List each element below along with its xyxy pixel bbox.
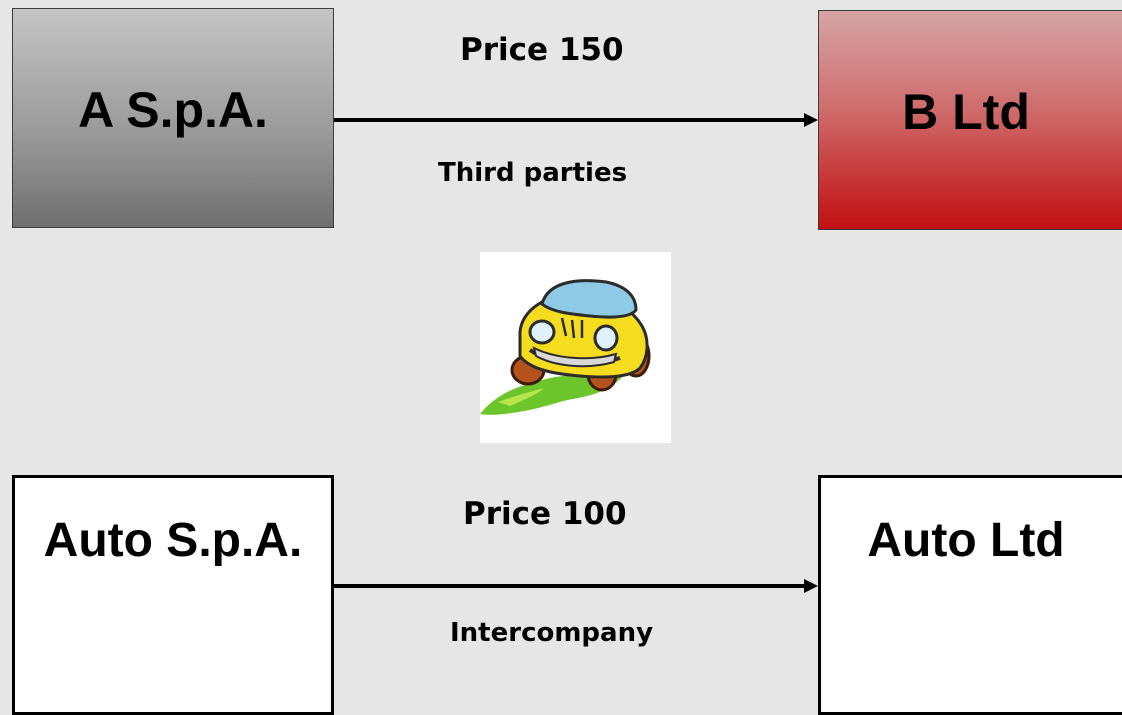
auto-ltd-label: Auto Ltd <box>867 513 1065 567</box>
car-grille <box>532 346 618 368</box>
car-roof <box>540 279 638 319</box>
bottom-arrow-line <box>334 584 806 588</box>
auto-ltd-box: Auto Ltd <box>818 475 1122 715</box>
price-150-label: Price 150 <box>460 32 624 68</box>
car-clipart-icon <box>480 252 671 443</box>
b-ltd-box: B Ltd <box>818 10 1122 230</box>
left-headlight <box>528 319 556 345</box>
grass-highlight <box>498 388 544 406</box>
b-ltd-label: B Ltd <box>902 84 1030 140</box>
auto-spa-box: Auto S.p.A. <box>12 475 334 715</box>
a-spa-box: A S.p.A. <box>12 8 334 228</box>
car-clipart-svg <box>480 279 651 415</box>
bottom-arrow-head <box>804 579 818 593</box>
intercompany-label: Intercompany <box>450 618 654 648</box>
top-arrow-line <box>334 118 806 122</box>
top-arrow-head <box>804 113 818 127</box>
right-headlight <box>593 324 619 352</box>
hood-stripes <box>560 317 584 339</box>
auto-spa-label: Auto S.p.A. <box>43 513 303 567</box>
price-100-label: Price 100 <box>463 496 627 532</box>
third-parties-label: Third parties <box>438 158 628 188</box>
a-spa-label: A S.p.A. <box>78 82 268 138</box>
